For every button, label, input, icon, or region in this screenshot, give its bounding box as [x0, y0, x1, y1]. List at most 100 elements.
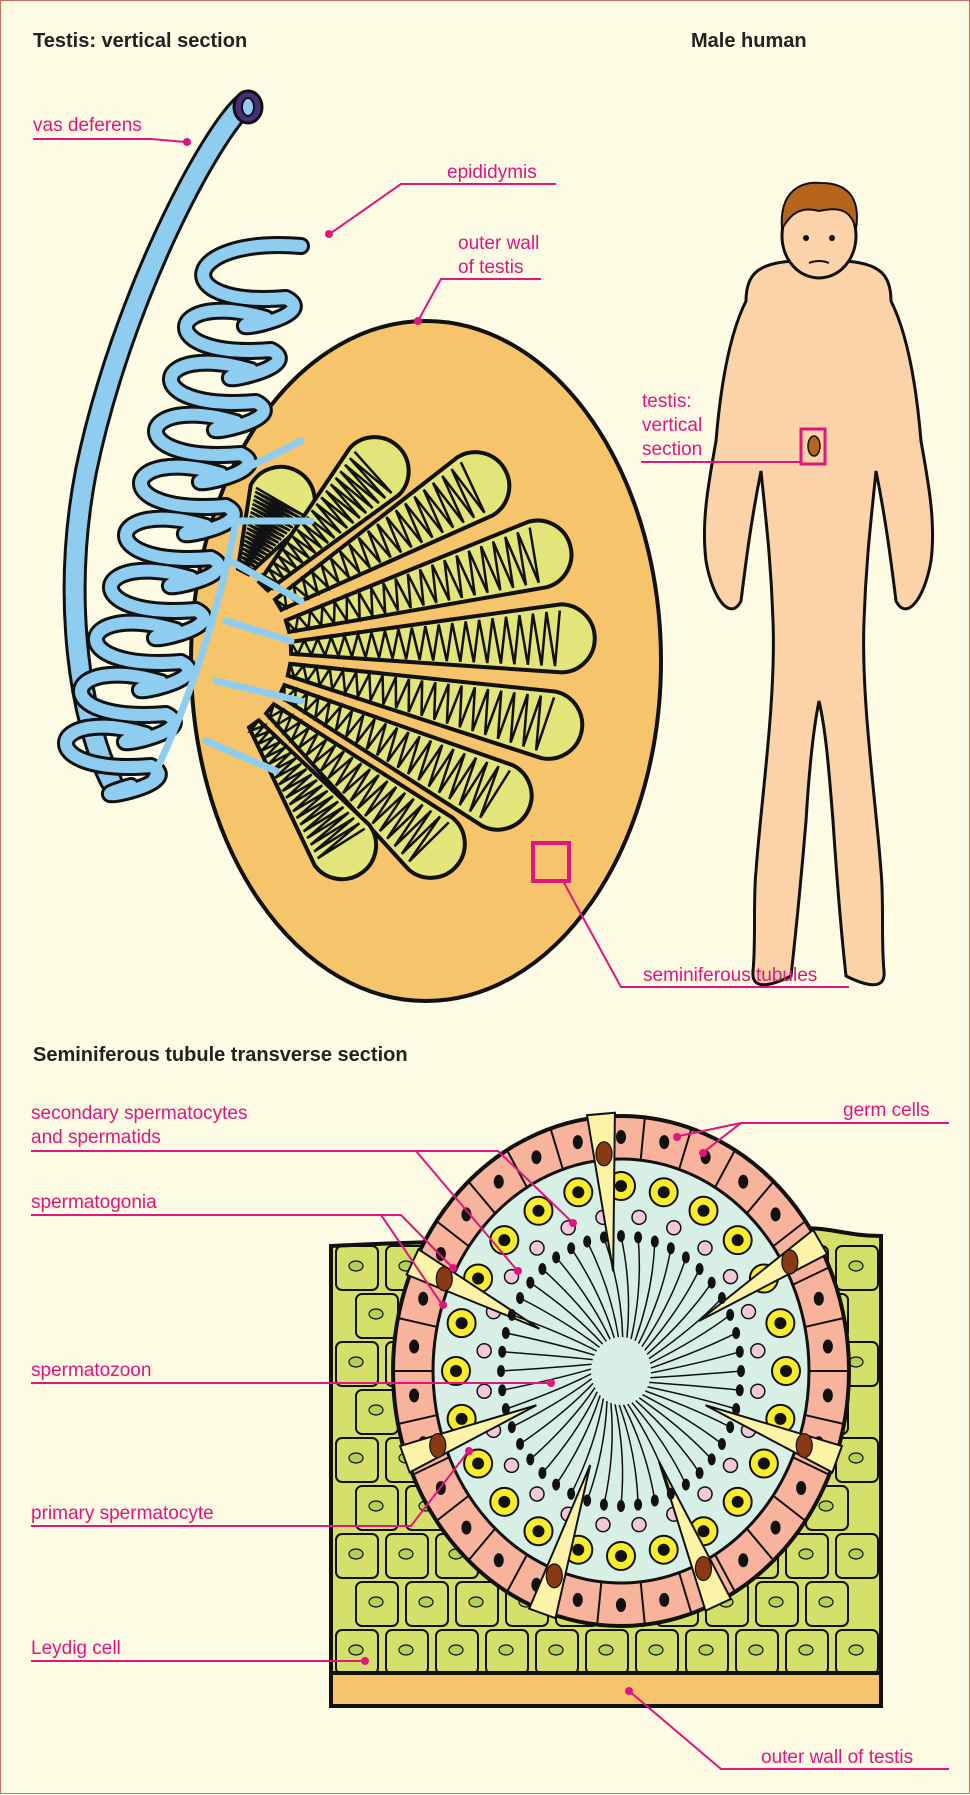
sperm-head — [736, 1384, 744, 1396]
sperm-head — [567, 1242, 575, 1254]
leydig-nucleus — [649, 1645, 663, 1655]
secondary-spermatocyte — [632, 1210, 646, 1224]
sperm-head — [498, 1346, 506, 1358]
spermatocyte-nucleus — [758, 1458, 770, 1470]
germ-nucleus — [823, 1388, 833, 1402]
secondary-spermatocyte — [530, 1241, 544, 1255]
sertoli-nucleus — [695, 1557, 711, 1581]
label-vas-deferens: vas deferens — [33, 115, 142, 136]
sperm-head — [497, 1365, 505, 1377]
sperm-head — [516, 1292, 524, 1304]
label-outer-wall-line2: of testis — [458, 257, 523, 278]
sperm-head — [538, 1263, 546, 1275]
leydig-nucleus — [369, 1501, 383, 1511]
label-outer-wall-bottom: outer wall of testis — [761, 1747, 913, 1768]
sperm-head — [708, 1453, 716, 1465]
sperm-head — [718, 1292, 726, 1304]
label-seminiferous-tubules: seminiferous tubules — [643, 965, 817, 986]
spermatocyte-nucleus — [774, 1413, 786, 1425]
leydig-nucleus — [349, 1261, 363, 1271]
leydig-nucleus — [769, 1597, 783, 1607]
sperm-head — [696, 1263, 704, 1275]
secondary-spermatocyte — [477, 1384, 491, 1398]
germ-nucleus — [494, 1553, 504, 1567]
spermatocyte-nucleus — [732, 1496, 744, 1508]
sperm-head — [696, 1467, 704, 1479]
leydig-nucleus — [849, 1549, 863, 1559]
sperm-head — [508, 1421, 516, 1433]
sperm-head — [634, 1499, 642, 1511]
sertoli-nucleus — [796, 1434, 812, 1458]
leydig-nucleus — [369, 1309, 383, 1319]
secondary-spermatocyte — [723, 1458, 737, 1472]
secondary-spermatocyte — [741, 1305, 755, 1319]
sperm-head — [682, 1251, 690, 1263]
label-leydig-cell: Leydig cell — [31, 1638, 121, 1659]
spermatocyte-nucleus — [698, 1205, 710, 1217]
spermatocyte-nucleus — [698, 1525, 710, 1537]
leydig-nucleus — [349, 1453, 363, 1463]
spermatocyte-nucleus — [615, 1550, 627, 1562]
sertoli-nucleus — [596, 1142, 612, 1166]
tubule-outer-wall — [331, 1673, 881, 1706]
sperm-head — [732, 1403, 740, 1415]
tubule-section-title: Seminiferous tubule transverse section — [33, 1044, 408, 1066]
spermatocyte-nucleus — [533, 1525, 545, 1537]
sperm-head — [526, 1453, 534, 1465]
testis-illustration — [66, 91, 661, 1001]
leydig-nucleus — [499, 1645, 513, 1655]
label-testis-vs-line3: section — [642, 439, 702, 460]
spermatocyte-nucleus — [450, 1365, 462, 1377]
germ-nucleus — [494, 1175, 504, 1189]
sperm-head — [600, 1499, 608, 1511]
leydig-nucleus — [799, 1645, 813, 1655]
spermatocyte-nucleus — [658, 1544, 670, 1556]
leydig-nucleus — [749, 1645, 763, 1655]
tubule-illustration — [331, 1113, 881, 1706]
leydig-nucleus — [849, 1357, 863, 1367]
germ-nucleus — [814, 1292, 824, 1306]
leydig-nucleus — [369, 1597, 383, 1607]
germ-nucleus — [573, 1593, 583, 1607]
leydig-nucleus — [819, 1597, 833, 1607]
label-outer-wall-line1: outer wall — [458, 233, 539, 254]
germ-nucleus — [616, 1598, 626, 1612]
secondary-spermatocyte — [667, 1221, 681, 1235]
secondary-spermatocyte — [751, 1384, 765, 1398]
label-secondary-line2: and spermatids — [31, 1127, 161, 1148]
leydig-nucleus — [469, 1597, 483, 1607]
sperm-head — [651, 1495, 659, 1507]
germ-nucleus — [738, 1553, 748, 1567]
germ-nucleus — [461, 1521, 471, 1535]
spermatocyte-nucleus — [472, 1273, 484, 1285]
label-primary-spermatocyte: primary spermatocyte — [31, 1503, 214, 1524]
germ-nucleus — [771, 1207, 781, 1221]
secondary-spermatocyte — [632, 1518, 646, 1532]
secondary-spermatocyte — [477, 1344, 491, 1358]
label-germ-cells: germ cells — [843, 1100, 930, 1121]
leydig-nucleus — [369, 1405, 383, 1415]
leydig-nucleus — [599, 1645, 613, 1655]
label-secondary-line1: secondary spermatocytes — [31, 1103, 248, 1124]
sertoli-nucleus — [782, 1250, 798, 1274]
sperm-head — [583, 1235, 591, 1247]
secondary-spermatocyte — [698, 1241, 712, 1255]
leydig-nucleus — [849, 1453, 863, 1463]
spermatocyte-nucleus — [456, 1413, 468, 1425]
secondary-spermatocyte — [596, 1518, 610, 1532]
germ-nucleus — [409, 1388, 419, 1402]
sperm-head — [667, 1488, 675, 1500]
germ-nucleus — [659, 1135, 669, 1149]
sperm-head — [516, 1438, 524, 1450]
tubule-lumen — [433, 1159, 809, 1583]
leydig-nucleus — [699, 1645, 713, 1655]
germ-nucleus — [771, 1521, 781, 1535]
spermatocyte-nucleus — [572, 1186, 584, 1198]
sperm-head — [526, 1277, 534, 1289]
leydig-nucleus — [549, 1645, 563, 1655]
secondary-spermatocyte — [751, 1344, 765, 1358]
germ-nucleus — [738, 1175, 748, 1189]
label-testis-vs-line2: vertical — [642, 415, 702, 436]
sperm-head — [667, 1242, 675, 1254]
sperm-head — [617, 1500, 625, 1512]
